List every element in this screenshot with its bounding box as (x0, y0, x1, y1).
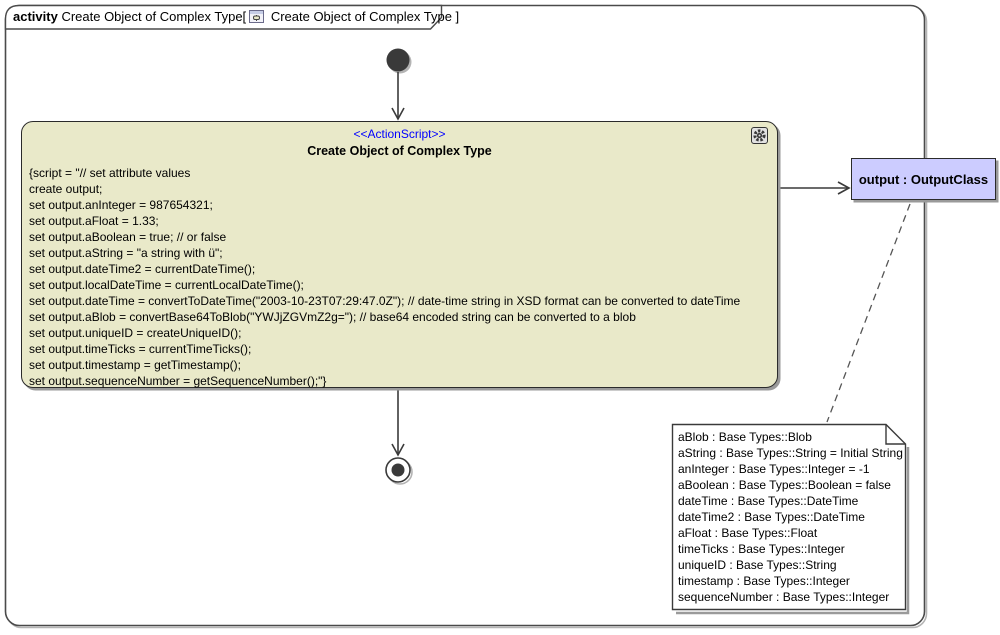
object-flow-action-to-output[interactable] (780, 181, 851, 195)
text-line: {script = "// set attribute values (29, 166, 191, 180)
activity-final-node[interactable] (385, 457, 411, 483)
text-line: set output.aBlob = convertBase64ToBlob("… (29, 310, 636, 324)
action-node-create-object[interactable]: <<ActionScript>> Create Object of Comple… (21, 121, 778, 388)
frame-header: activity Create Object of Complex Type[ … (13, 9, 459, 26)
text-line: set output.dateTime = convertToDateTime(… (29, 294, 741, 308)
text-line: aBlob : Base Types::Blob (678, 430, 812, 444)
arrowhead (391, 107, 405, 121)
text-line: set output.aBoolean = true; // or false (29, 230, 227, 244)
uml-note[interactable] (671, 423, 907, 611)
text-line: set output.anInteger = 987654321; (29, 198, 213, 212)
text-line: set output.aString = "a string with ü"; (29, 246, 223, 260)
text-line: dateTime : Base Types::DateTime (678, 494, 859, 508)
frame-name: Create Object of Complex Type[ (61, 9, 247, 24)
text-line: set output.uniqueID = createUniqueID(); (29, 326, 242, 340)
text-line: set output.timeTicks = currentTimeTicks(… (29, 342, 252, 356)
text-line: aFloat : Base Types::Float (678, 526, 818, 540)
text-line: uniqueID : Base Types::String (678, 558, 837, 572)
object-node-label: output : OutputClass (858, 171, 989, 187)
text-line: set output.sequenceNumber = getSequenceN… (29, 374, 327, 388)
arrowhead (837, 181, 851, 195)
text-line: aBoolean : Base Types::Boolean = false (678, 478, 891, 492)
text-line: set output.timestamp = getTimestamp(); (29, 358, 241, 372)
note-fold-corner (885, 424, 906, 445)
activity-diagram-icon (249, 10, 265, 26)
text-line: dateTime2 : Base Types::DateTime (678, 510, 865, 524)
arrowhead (391, 443, 405, 457)
text-line: timeTicks : Base Types::Integer (678, 542, 845, 556)
text-line: aString : Base Types::String = Initial S… (678, 446, 903, 460)
frame-diagram-ref[interactable]: Create Object of Complex Type ] (270, 9, 460, 24)
action-title: Create Object of Complex Type (307, 144, 492, 158)
text-line: sequenceNumber : Base Types::Integer (678, 590, 890, 604)
text-line: create output; (29, 182, 103, 196)
control-flow-action-to-final[interactable] (391, 389, 405, 457)
note-anchor-line[interactable] (826, 203, 911, 423)
action-stereotype: <<ActionScript>> (353, 127, 446, 141)
frame-header-pentagon[interactable] (4, 4, 443, 30)
frame-keyword: activity (13, 9, 58, 24)
note-shadow (676, 447, 910, 615)
text-line: anInteger : Base Types::Integer = -1 (678, 462, 870, 476)
initial-node[interactable] (386, 48, 410, 72)
action-script-body: {script = "// set attribute values create… (22, 165, 777, 389)
gear-icon (751, 127, 768, 144)
text-line: timestamp : Base Types::Integer (678, 574, 850, 588)
object-node-output[interactable]: output : OutputClass (851, 158, 996, 200)
text-line: set output.aFloat = 1.33; (29, 214, 159, 228)
text-line: set output.dateTime2 = currentDateTime()… (29, 262, 256, 276)
control-flow-initial-to-action[interactable] (391, 72, 405, 121)
text-line: set output.localDateTime = currentLocalD… (29, 278, 304, 292)
